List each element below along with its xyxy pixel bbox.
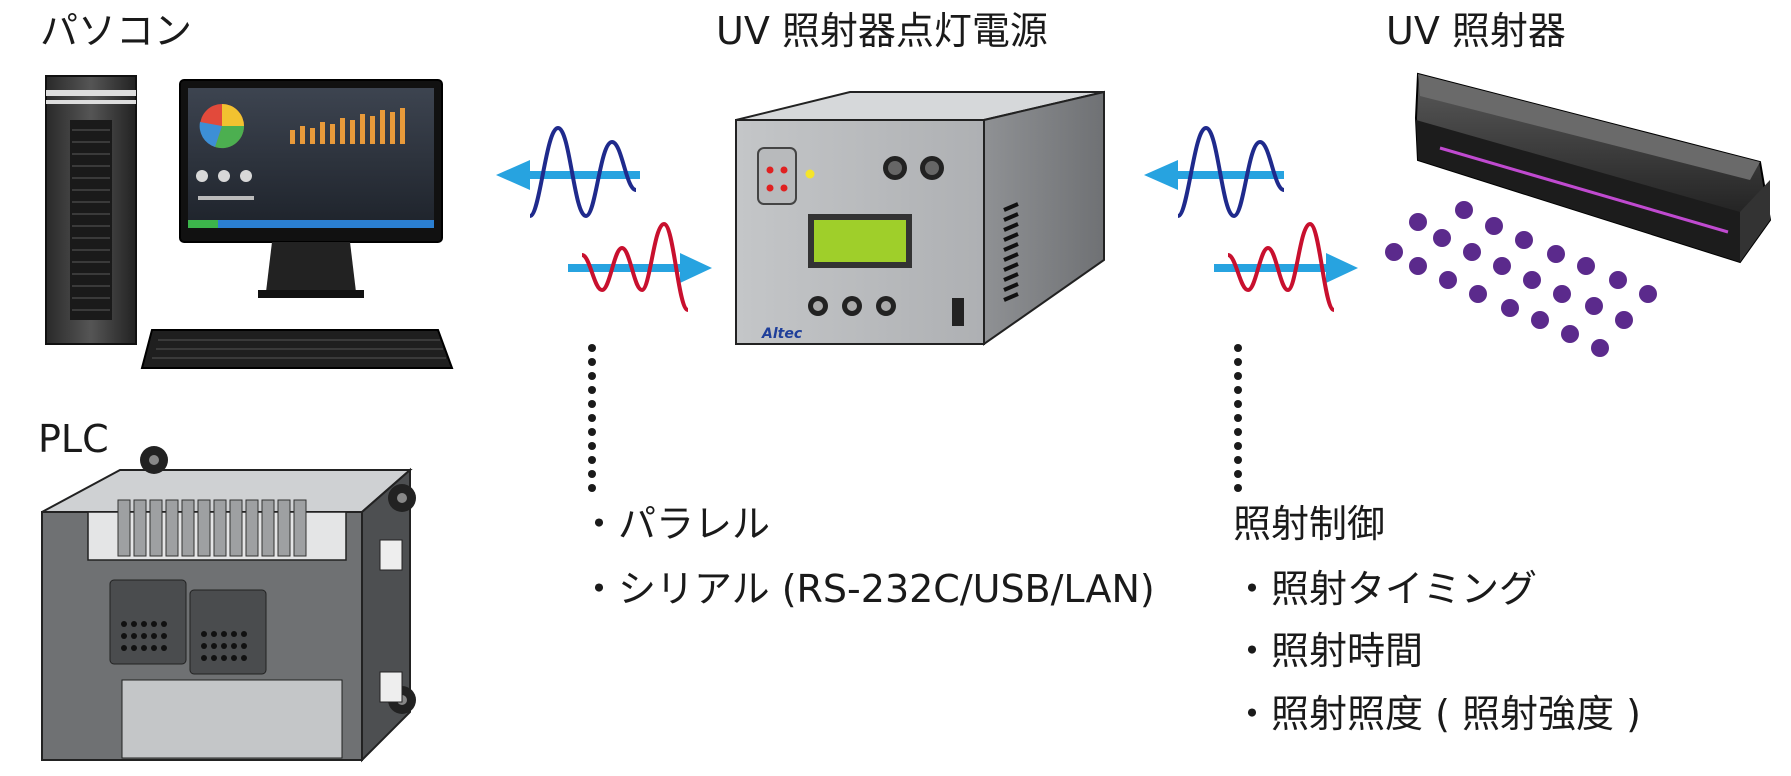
- brand-logo: Altec: [761, 326, 803, 342]
- plc-illustration: [41, 446, 416, 763]
- signal-right-out: [1144, 125, 1285, 219]
- dotted-line-right: [1234, 344, 1242, 492]
- signal-left-in: [568, 221, 712, 312]
- pc-illustration: [45, 75, 454, 369]
- signal-right-in: [1214, 221, 1358, 312]
- power-supply-label: UV 照射器点灯電源: [716, 9, 1048, 53]
- wave-blue-left: [528, 125, 637, 219]
- control-timing: ・照射タイミング: [1233, 567, 1538, 611]
- wave-blue-right: [1176, 125, 1285, 219]
- plc-label: PLC: [38, 417, 109, 461]
- control-title: 照射制御: [1233, 502, 1386, 546]
- comm-serial: ・シリアル (RS-232C/USB/LAN): [580, 567, 1155, 611]
- control-intensity: ・照射照度 ( 照射強度 ): [1233, 692, 1641, 736]
- power-supply-illustration: Altec: [735, 90, 1105, 346]
- uv-lamp-illustration: [1414, 72, 1772, 264]
- control-time: ・照射時間: [1233, 629, 1424, 673]
- uv-light-dots: [1385, 201, 1657, 357]
- wave-red-left: [581, 221, 690, 312]
- wave-red-right: [1227, 221, 1336, 312]
- irradiator-label: UV 照射器: [1386, 9, 1566, 53]
- signal-left-out: [496, 125, 640, 219]
- pc-label: パソコン: [40, 9, 193, 53]
- dotted-line-left: [588, 344, 596, 492]
- comm-parallel: ・パラレル: [580, 502, 771, 546]
